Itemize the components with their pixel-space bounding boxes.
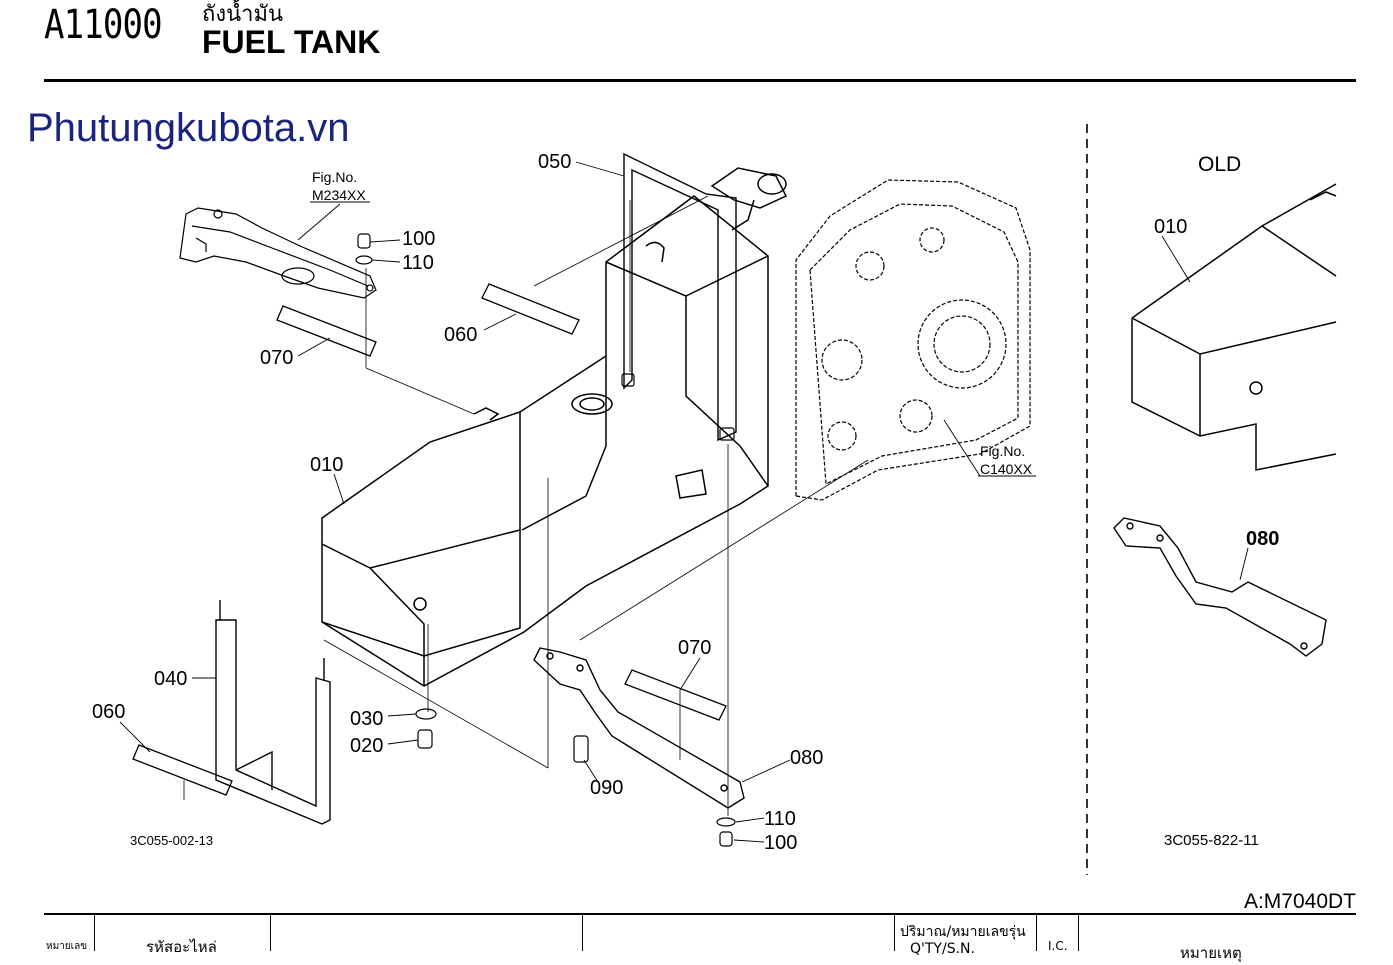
callout-040: 040 (154, 668, 187, 690)
page-title-thai: ถังน้ำมัน (202, 2, 283, 27)
drawing-code-old: 3C055-822-11 (1164, 832, 1259, 849)
callout-leaders (119, 161, 1036, 843)
callout-100-top: 100 (402, 228, 435, 250)
bracket-fig-ref (179, 207, 377, 299)
callout-090: 090 (590, 777, 623, 799)
old-bracket-080 (1113, 517, 1327, 657)
table-col-divider (582, 915, 583, 951)
table-header-no: หมายเลข (46, 941, 88, 952)
rubber-pad-060-top (481, 283, 580, 335)
callout-080: 080 (790, 747, 823, 769)
callout-020: 020 (350, 735, 383, 757)
rubber-pad-060-left (132, 744, 233, 796)
table-col-divider (894, 915, 895, 951)
fig-ref-1-code: M234XX (312, 187, 366, 203)
table-header-part-code: รหัสอะไหล่ (146, 938, 217, 956)
transmission-case (795, 179, 1031, 501)
fig-ref-2-title: Fig.No. (980, 443, 1025, 459)
callout-030: 030 (350, 708, 383, 730)
callout-old-010: 010 (1154, 216, 1187, 238)
old-fuel-tank-010 (1131, 183, 1337, 471)
rubber-pad-070-right (624, 669, 727, 721)
callout-110-top: 110 (402, 252, 434, 274)
callout-060-top: 060 (444, 324, 477, 346)
table-col-divider (270, 915, 271, 951)
fasteners (355, 233, 736, 847)
table-col-divider (1036, 915, 1037, 951)
fuel-tank-010 (321, 167, 788, 687)
callout-070-right: 070 (678, 637, 711, 659)
fig-ref-2-code: C140XX (980, 461, 1033, 477)
callout-100-bottom: 100 (764, 832, 797, 854)
page-title: FUEL TANK (202, 24, 381, 60)
projection-lines (183, 195, 869, 816)
table-col-divider (1078, 915, 1079, 951)
parts-table-header: หมายเลข รหัสอะไหล่ ปริมาณ/หมายเลขรุ่น Q'… (44, 913, 1356, 962)
table-header-ic: I.C. (1048, 939, 1068, 953)
strap-050 (623, 152, 737, 442)
table-header-qty-sn: ปริมาณ/หมายเลขรุ่น (900, 924, 1026, 940)
rubber-pad-070-top (276, 305, 377, 357)
watermark-text: Phutungkubota.vn (27, 106, 350, 150)
callout-old-080: 080 (1246, 528, 1279, 550)
table-header-remark: หมายเหตุ (1180, 944, 1242, 962)
callout-010: 010 (310, 454, 343, 476)
callout-110-bottom: 110 (764, 808, 796, 830)
old-version-label: OLD (1198, 153, 1242, 176)
callout-060-left: 060 (92, 701, 125, 723)
callout-070-top: 070 (260, 347, 293, 369)
table-header-qty-sub: Q'TY/S.N. (910, 941, 975, 957)
model-code: A:M7040DT (1243, 890, 1356, 913)
callout-050: 050 (538, 151, 571, 173)
parts-diagram: 050 100 110 060 070 010 040 060 030 020 … (92, 124, 1337, 875)
table-col-divider (94, 915, 95, 951)
header-divider (44, 79, 1356, 82)
bracket-080 (533, 647, 745, 809)
fig-ref-1-title: Fig.No. (312, 169, 357, 185)
strap-040 (215, 600, 331, 825)
page-code: A11000 (44, 2, 163, 48)
drawing-code-main: 3C055-002-13 (130, 833, 213, 848)
